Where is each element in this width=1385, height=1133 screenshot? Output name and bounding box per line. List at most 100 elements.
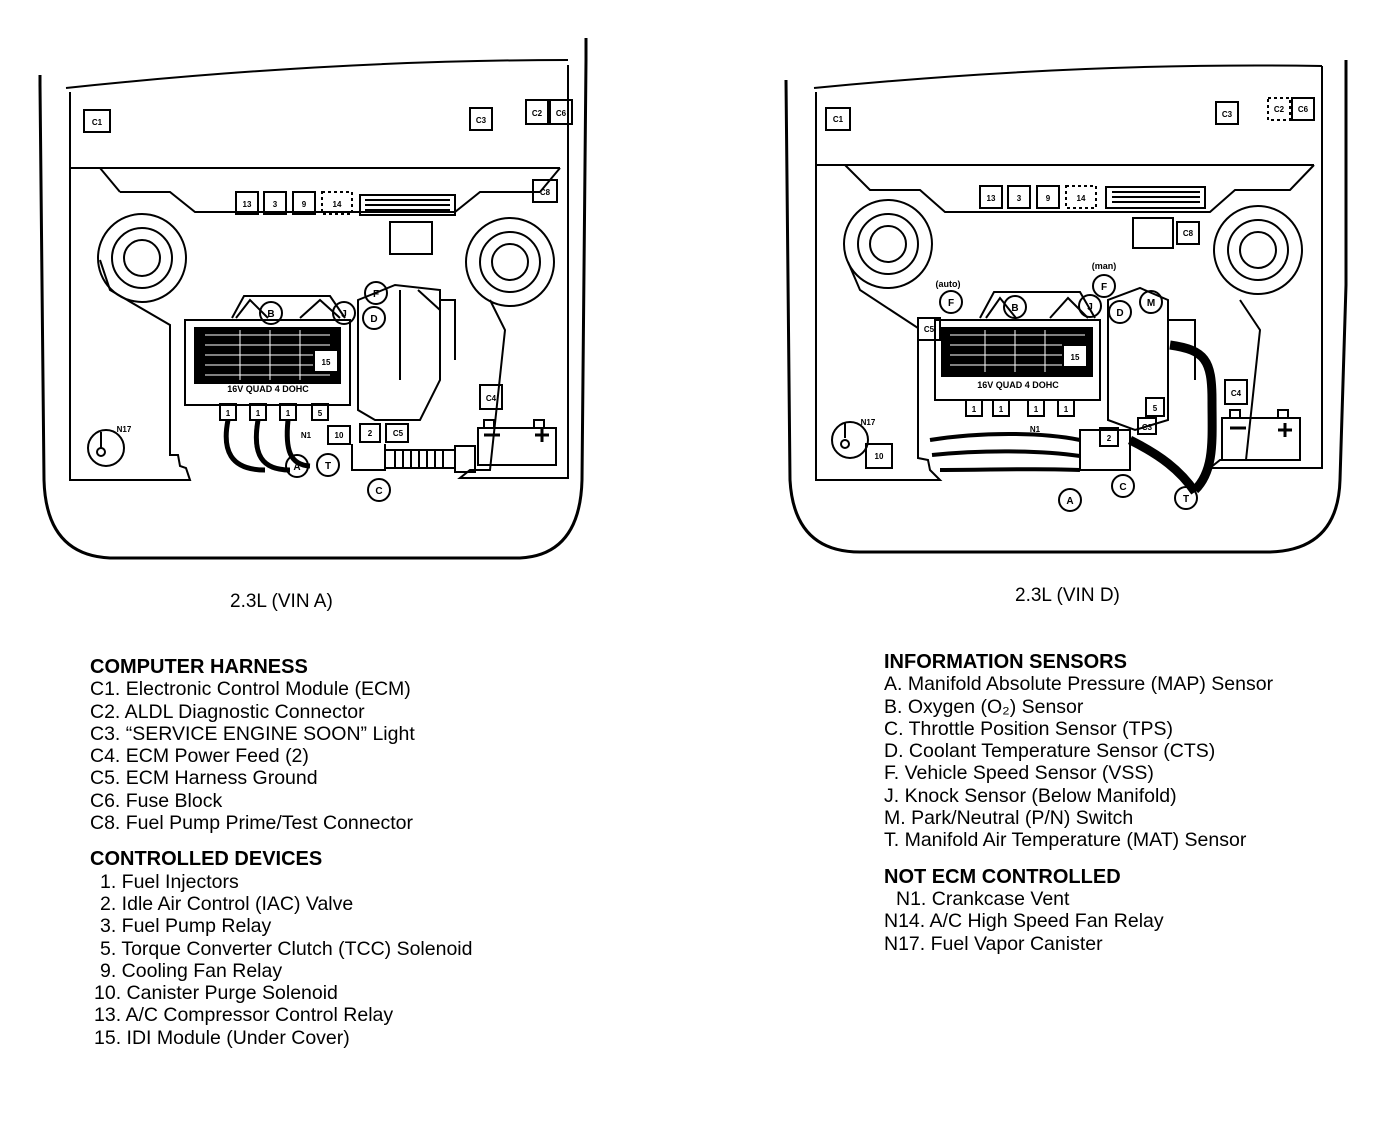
- legend-item: N1. Crankcase Vent: [896, 887, 1070, 910]
- label-c2: C2: [532, 109, 543, 118]
- legend-item: 10. Canister Purge Solenoid: [94, 982, 338, 1005]
- legend-item: D. Coolant Temperature Sensor (CTS): [884, 740, 1216, 763]
- legend-item: A. Manifold Absolute Pressure (MAP) Sens…: [884, 673, 1274, 696]
- label-c6-d: C6: [1298, 105, 1309, 114]
- label-2-d: 2: [1107, 434, 1112, 443]
- label-13-d: 13: [987, 194, 996, 203]
- legend-item: T. Manifold Air Temperature (MAT) Sensor: [884, 829, 1247, 852]
- legend-item: C5. ECM Harness Ground: [90, 767, 318, 790]
- heading-information-sensors: INFORMATION SENSORS: [884, 651, 1127, 673]
- label-c2-d: C2: [1274, 105, 1285, 114]
- label-c5-d: C5: [924, 325, 935, 334]
- legend-item: 15. IDI Module (Under Cover): [94, 1026, 350, 1049]
- relay-9: [292, 191, 316, 215]
- label-c6: C6: [556, 109, 567, 118]
- label-10-d: 10: [875, 452, 884, 461]
- sensor-m-d: M: [1147, 298, 1155, 309]
- legend-item: 5. Torque Converter Clutch (TCC) Solenoi…: [100, 937, 473, 960]
- legend-item: C4. ECM Power Feed (2): [90, 745, 309, 768]
- cowl-lower: [120, 191, 540, 213]
- legend-item: C3. “SERVICE ENGINE SOON” Light: [90, 722, 415, 745]
- sensor-b-d: B: [1011, 303, 1018, 314]
- right-inner-panel: [457, 65, 569, 479]
- label-14: 14: [333, 200, 342, 209]
- injector-harness: [223, 419, 311, 473]
- legend-left: COMPUTER HARNESS C1. Electronic Control …: [90, 656, 472, 1049]
- legend-item: N14. A/C High Speed Fan Relay: [884, 910, 1164, 933]
- sensor-d: D: [370, 314, 377, 325]
- label-9-d: 9: [1046, 194, 1051, 203]
- heading-computer-harness: COMPUTER HARNESS: [90, 656, 308, 678]
- reservoir: [389, 221, 433, 255]
- diagram-labels: C1 C3 C2 C6 C8 13 3 9 14 15 C4 C5 2 10 N…: [92, 105, 1309, 507]
- heading-controlled-devices: CONTROLLED DEVICES: [90, 848, 323, 871]
- label-c3b-d: C3: [1142, 423, 1153, 432]
- legend-item: C1. Electronic Control Module (ECM): [90, 678, 411, 701]
- label-c3: C3: [476, 116, 487, 125]
- compartment-outline: [38, 38, 588, 560]
- label-3: 3: [273, 200, 278, 209]
- relay-13: [235, 191, 259, 215]
- legend-item: 3. Fuel Pump Relay: [100, 915, 272, 938]
- label-9: 9: [302, 200, 307, 209]
- label-c3-d: C3: [1222, 110, 1233, 119]
- legend-item: 9. Cooling Fan Relay: [100, 959, 283, 982]
- sensor-c: C: [375, 486, 382, 497]
- label-13: 13: [243, 200, 252, 209]
- label-c8: C8: [540, 188, 551, 197]
- sensor-d-d: D: [1116, 308, 1123, 319]
- module-text-a: 16V QUAD 4 DOHC: [227, 384, 309, 394]
- relay-14: [321, 191, 353, 215]
- legend-item: 13. A/C Compressor Control Relay: [94, 1004, 394, 1027]
- label-inj2: 1: [256, 409, 261, 418]
- sensor-a-d: A: [1066, 496, 1073, 507]
- label-c5: C5: [393, 429, 404, 438]
- caption-vin-a: 2.3L (VIN A): [230, 591, 333, 612]
- label-c1: C1: [92, 118, 103, 127]
- label-c4-d: C4: [1231, 389, 1242, 398]
- label-inj1: 1: [226, 409, 231, 418]
- legend-item: C8. Fuel Pump Prime/Test Connector: [90, 812, 413, 835]
- relay-3: [263, 191, 287, 215]
- legend-item: C. Throttle Position Sensor (TPS): [884, 717, 1173, 740]
- label-15: 15: [322, 358, 331, 367]
- label-inj3-d: 1: [1034, 405, 1039, 414]
- label-inj4-d: 1: [1064, 405, 1069, 414]
- label-c1-d: C1: [833, 115, 844, 124]
- sensor-j-d: J: [1087, 302, 1093, 313]
- legend-item: M. Park/Neutral (P/N) Switch: [884, 807, 1134, 830]
- label-14-d: 14: [1077, 194, 1086, 203]
- label-n1-d: N1: [1030, 425, 1041, 434]
- sensor-f-man: F: [1101, 282, 1107, 293]
- module-text-d: 16V QUAD 4 DOHC: [977, 380, 1059, 390]
- label-c4: C4: [486, 394, 497, 403]
- left-strut-tower: [97, 213, 187, 303]
- label-c8-d: C8: [1183, 229, 1194, 238]
- legend-item: B. Oxygen (O₂) Sensor: [884, 695, 1084, 718]
- label-n17: N17: [117, 425, 132, 434]
- sensor-j: J: [341, 309, 347, 320]
- diagram-vin-a: [38, 38, 588, 560]
- compartment-outline-d: [784, 60, 1348, 554]
- idi-module: [184, 319, 351, 406]
- legend-item: 1. Fuel Injectors: [100, 870, 239, 893]
- label-n1: N1: [301, 431, 312, 440]
- label-5-d: 5: [1153, 404, 1158, 413]
- legend-item: N17. Fuel Vapor Canister: [884, 932, 1103, 955]
- left-inner-panel: [69, 92, 192, 481]
- sensor-f: F: [373, 289, 379, 300]
- sensor-a: A: [293, 462, 300, 473]
- legend-item: C6. Fuse Block: [90, 789, 223, 812]
- label-15-d: 15: [1071, 353, 1080, 362]
- wiring-harness-d: [1127, 340, 1217, 495]
- legend-item: J. Knock Sensor (Below Manifold): [884, 784, 1177, 807]
- legend-item: C2. ALDL Diagnostic Connector: [90, 700, 365, 723]
- legend-item: F. Vehicle Speed Sensor (VSS): [884, 762, 1154, 785]
- right-strut-tower: [465, 217, 555, 307]
- label-inj2-d: 1: [999, 405, 1004, 414]
- diagram-vin-d: [784, 60, 1348, 554]
- sensor-t: T: [325, 461, 331, 472]
- label-auto: (auto): [936, 279, 961, 289]
- label-2: 2: [368, 429, 373, 438]
